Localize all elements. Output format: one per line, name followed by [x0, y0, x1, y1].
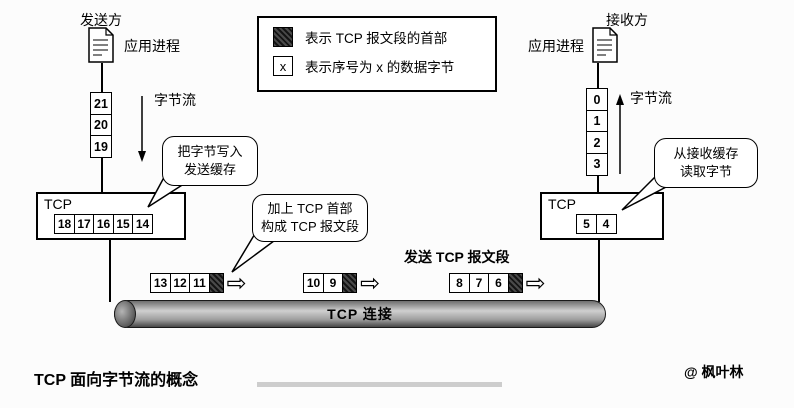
callout-line: 发送缓存	[183, 162, 236, 177]
sender-document-icon	[88, 27, 114, 63]
byte-cell: 19	[90, 135, 112, 158]
byte-cell: 9	[322, 273, 344, 293]
byte-cell: 14	[132, 214, 153, 234]
byte-cell: 6	[488, 273, 509, 293]
bottom-divider	[257, 382, 502, 387]
send-segments-label: 发送 TCP 报文段	[404, 249, 510, 265]
sender-stream-bytes: 21 20 19	[90, 92, 112, 158]
byte-cell: 7	[468, 273, 490, 293]
byte-cell: 16	[93, 214, 114, 234]
byte-cell: 8	[449, 273, 470, 293]
byte-cell: 17	[73, 214, 95, 234]
figure-caption: TCP 面向字节流的概念	[34, 372, 199, 389]
byte-cell: 0	[586, 88, 608, 111]
sender-tcp-to-pipe-line	[109, 240, 111, 302]
sender-tcp-label: TCP	[44, 196, 72, 212]
segment-callout: 加上 TCP 首部 构成 TCP 报文段	[252, 194, 368, 242]
right-arrow-icon: ⇨	[360, 269, 381, 297]
receiver-tcp-to-pipe-line	[598, 240, 600, 302]
right-arrow-icon: ⇨	[226, 269, 247, 297]
byte-cell: 13	[150, 273, 171, 293]
byte-cell: 3	[586, 152, 608, 176]
byte-cell: 20	[90, 113, 112, 137]
callout-line: 加上 TCP 首部	[267, 201, 353, 217]
data-byte-swatch-icon: x	[273, 56, 293, 76]
tcp-header-cell	[342, 273, 357, 293]
sender-stream-label: 字节流	[154, 92, 196, 108]
byte-cell: 12	[169, 273, 191, 293]
callout-line: 构成 TCP 报文段	[261, 219, 359, 234]
receiver-role-label: 接收方	[606, 12, 648, 28]
callout-line: 把字节写入	[177, 144, 243, 160]
up-arrow-icon	[616, 94, 624, 174]
sender-process-label: 应用进程	[124, 38, 180, 54]
legend-header-text: 表示 TCP 报文段的首部	[305, 31, 448, 46]
byte-cell: 5	[576, 214, 597, 234]
sender-buffer-bytes: 18 17 16 15 14	[54, 214, 153, 234]
right-arrow-icon: ⇨	[525, 269, 546, 297]
sender-role-label: 发送方	[80, 12, 122, 28]
byte-cell: 21	[90, 92, 112, 115]
tcp-segment-1: 13 12 11 ⇨	[150, 269, 247, 297]
watermark: @ 枫叶林	[684, 364, 744, 380]
tcp-segment-3: 8 7 6 ⇨	[449, 269, 546, 297]
byte-cell: 4	[595, 214, 617, 234]
down-arrow-icon	[138, 96, 146, 162]
receiver-document-icon	[592, 27, 618, 63]
receiver-stream-bytes: 0 1 2 3	[586, 88, 608, 176]
tcp-header-cell	[507, 273, 523, 293]
callout-line: 读取字节	[679, 164, 732, 179]
byte-cell: 18	[54, 214, 75, 234]
callout-line: 从接收缓存	[673, 146, 739, 162]
tcp-header-cell	[208, 273, 224, 293]
byte-cell: 11	[189, 273, 210, 293]
tcp-connection-pipe: TCP 连接	[114, 300, 606, 328]
pipe-end-cap	[114, 300, 136, 328]
legend-box: 表示 TCP 报文段的首部 x 表示序号为 x 的数据字节	[257, 16, 497, 92]
byte-cell: 2	[586, 131, 608, 154]
receiver-tcp-label: TCP	[548, 196, 576, 212]
receiver-process-label: 应用进程	[528, 38, 584, 54]
tcp-connection-label: TCP 连接	[327, 306, 393, 322]
legend-row-data-byte: x 表示序号为 x 的数据字节	[273, 56, 481, 76]
tcp-segment-2: 10 9 ⇨	[303, 269, 381, 297]
byte-cell: 15	[112, 214, 134, 234]
byte-cell: 10	[303, 273, 324, 293]
byte-cell: 1	[586, 109, 608, 133]
receiver-tcp-box: TCP 5 4	[540, 192, 664, 240]
legend-data-byte-text: 表示序号为 x 的数据字节	[305, 60, 455, 75]
receiver-callout: 从接收缓存 读取字节	[654, 138, 758, 188]
tcp-header-swatch-icon	[273, 27, 293, 47]
legend-row-header: 表示 TCP 报文段的首部	[273, 27, 481, 47]
receiver-buffer-bytes: 5 4	[576, 214, 617, 234]
sender-tcp-box: TCP 18 17 16 15 14	[36, 192, 186, 240]
sender-callout: 把字节写入 发送缓存	[162, 136, 258, 186]
receiver-stream-label: 字节流	[630, 90, 672, 106]
